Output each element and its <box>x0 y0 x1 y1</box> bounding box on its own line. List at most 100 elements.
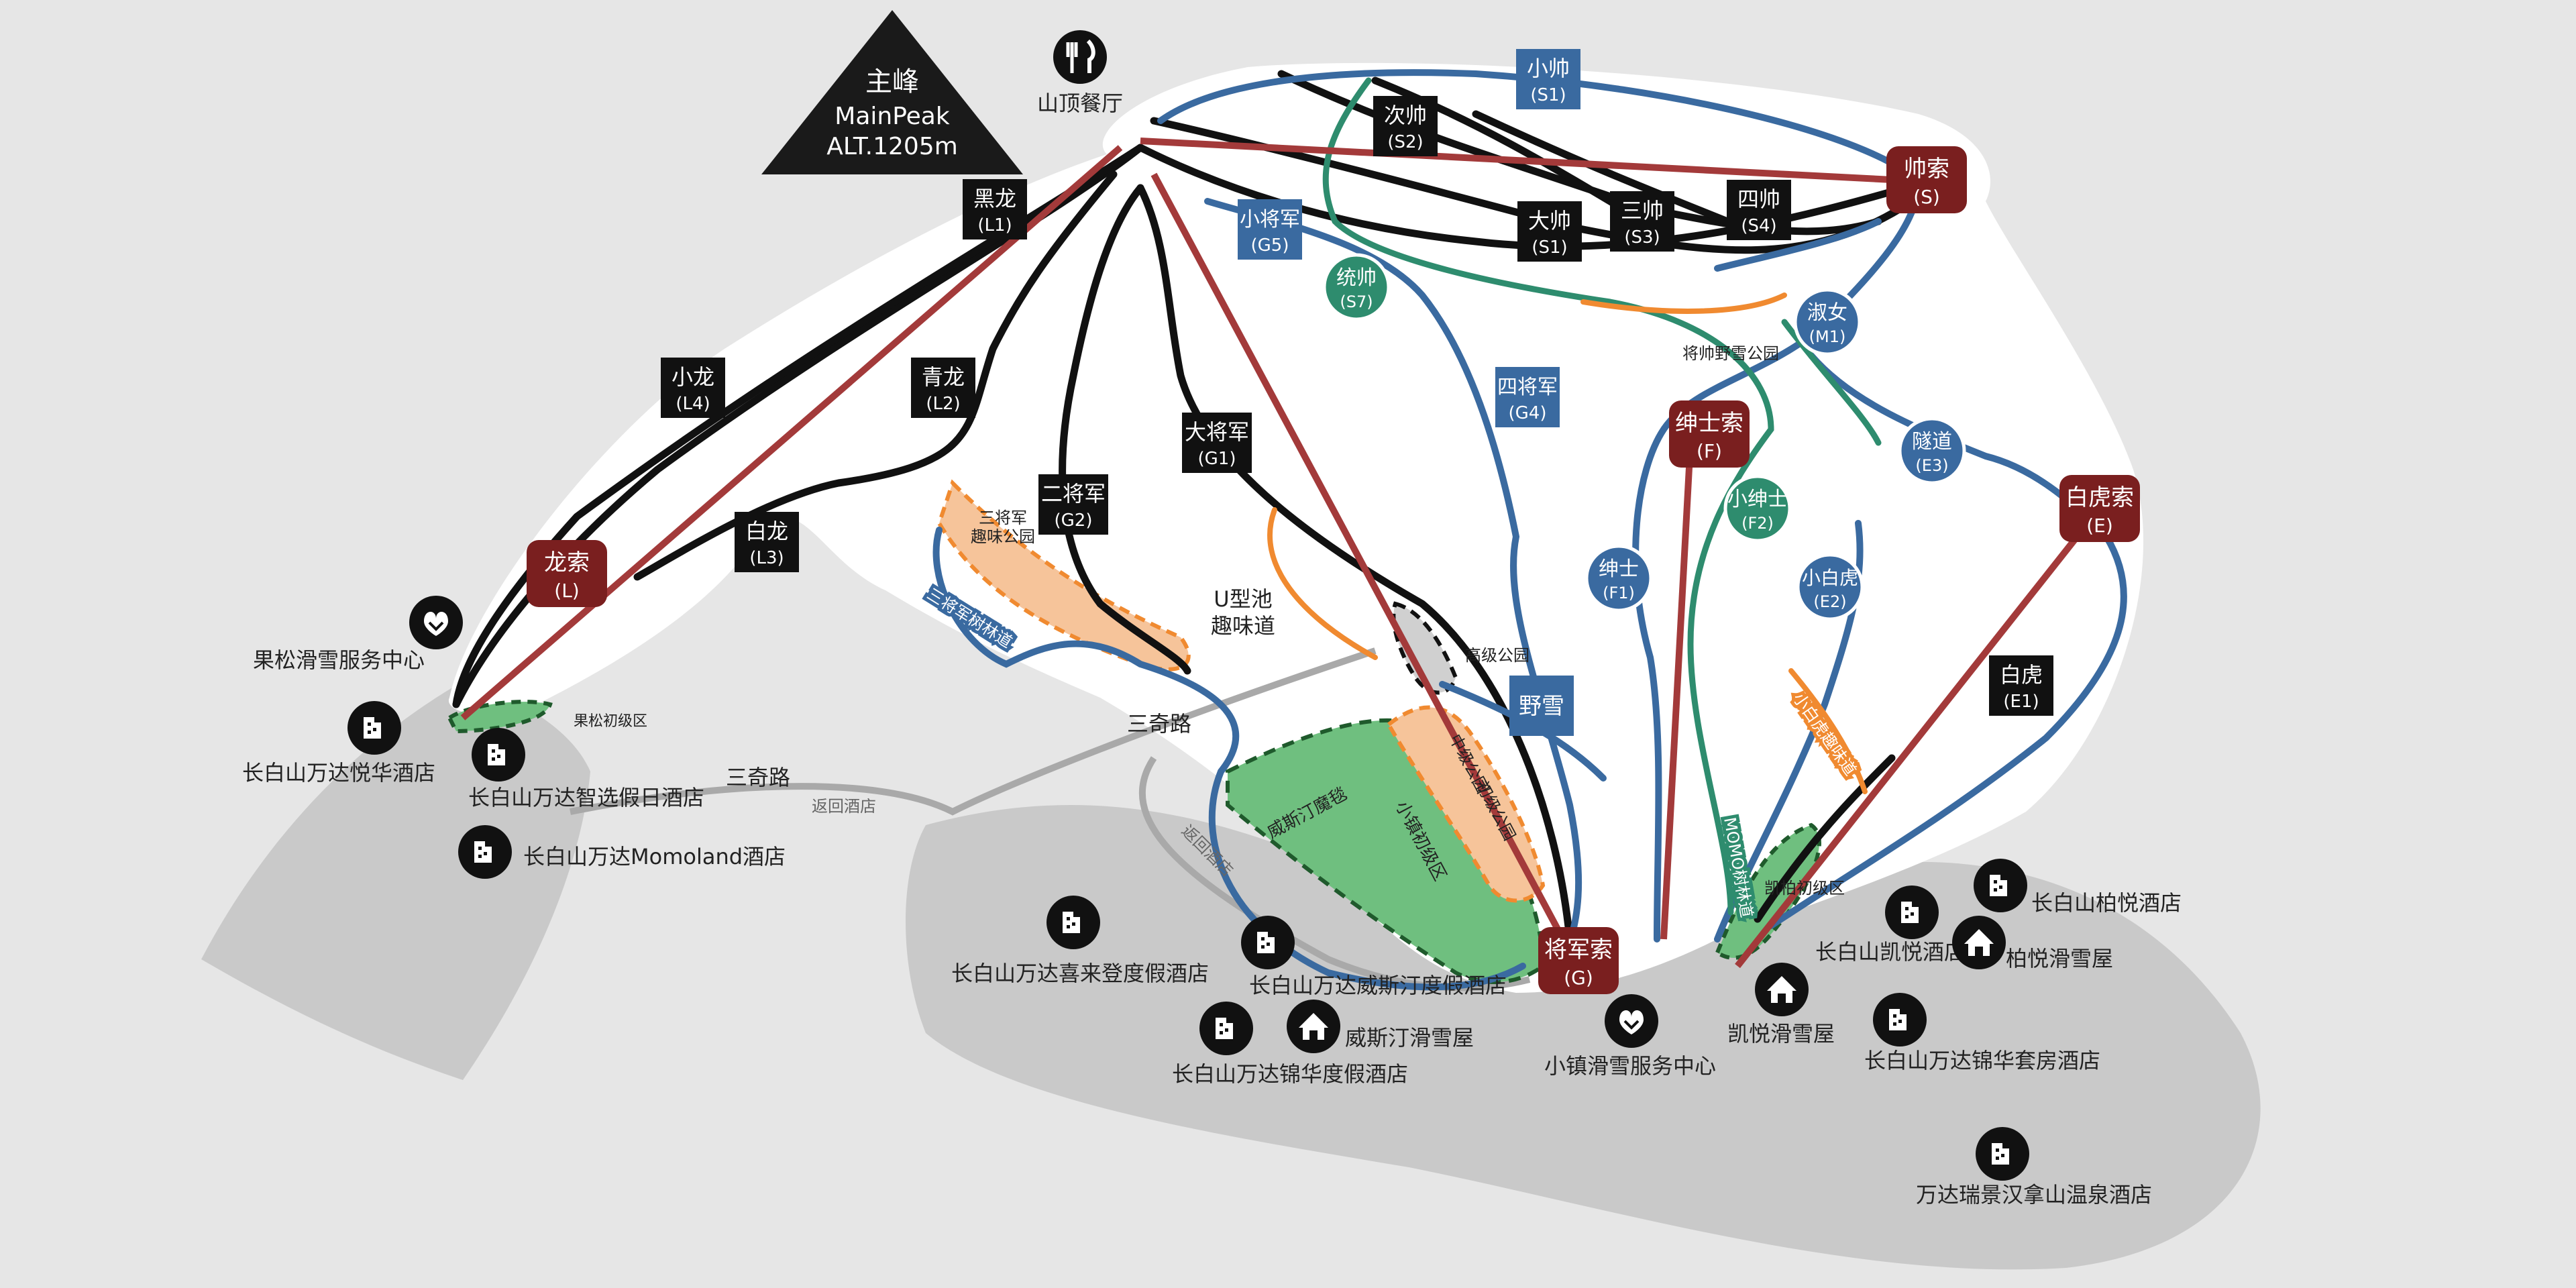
run-S7[interactable]: 统帅 (S7) <box>1322 253 1391 321</box>
pois: 果松滑雪服务中心 长白山万达悦华酒店 长白山万达智选假日酒店 长白山万达Momo… <box>242 594 2182 1208</box>
restaurant-label: 山顶餐厅 <box>1037 91 1123 116</box>
run-S3[interactable]: 三帅 (S3) <box>1610 191 1674 252</box>
svg-text:(G): (G) <box>1564 967 1593 989</box>
svg-text:小龙: 小龙 <box>672 364 714 390</box>
label-return-hotel-1: 返回酒店 <box>812 797 876 816</box>
label-sanqi-road-1: 三奇路 <box>726 765 790 790</box>
svg-text:(G1): (G1) <box>1198 449 1236 469</box>
svg-text:小将军: 小将军 <box>1240 208 1300 231</box>
run-E1[interactable]: 白虎 (E1) <box>1989 655 2053 716</box>
svg-text:长白山万达Momoland酒店: 长白山万达Momoland酒店 <box>523 844 786 869</box>
svg-text:隧道: 隧道 <box>1912 430 1952 453</box>
run-E2[interactable]: 小白虎 (E2) <box>1796 553 1864 621</box>
poi-momoland-hotel[interactable]: 长白山万达Momoland酒店 <box>458 825 786 879</box>
poi-jinhua-resort[interactable]: 长白山万达锦华度假酒店 <box>1172 1002 1408 1087</box>
svg-text:(S4): (S4) <box>1741 216 1776 236</box>
svg-text:淑女: 淑女 <box>1807 301 1847 325</box>
svg-text:黑龙: 黑龙 <box>973 186 1016 211</box>
run-L3[interactable]: 白龙 (L3) <box>735 512 799 572</box>
poi-hyatt-ski-lodge[interactable]: 凯悦滑雪屋 <box>1727 963 1835 1046</box>
run-backcountry[interactable]: 野雪 <box>1509 676 1574 736</box>
poi-westin-ski-lodge[interactable]: 威斯汀滑雪屋 <box>1287 1000 1474 1053</box>
svg-text:(E1): (E1) <box>2003 692 2039 712</box>
svg-text:长白山万达喜来登度假酒店: 长白山万达喜来登度假酒店 <box>951 961 1209 986</box>
run-S4[interactable]: 四帅 (S4) <box>1727 180 1791 240</box>
lift-F[interactable]: 绅士索 (F) <box>1669 400 1750 468</box>
svg-text:(L4): (L4) <box>676 394 710 414</box>
lift-L[interactable]: 龙索 (L) <box>527 540 607 607</box>
run-M1[interactable]: 淑女 (M1) <box>1793 288 1862 356</box>
lift-badges: 龙索 (L) 将军索 (G) 帅索 (S) 绅士索 (F) 白虎索 (E) <box>527 146 2140 994</box>
hotel-icon <box>458 825 512 879</box>
run-F2[interactable]: 小绅士 (F2) <box>1723 474 1792 543</box>
run-G2[interactable]: 二将军 (G2) <box>1038 474 1108 535</box>
summit-name: MainPeak <box>835 103 950 130</box>
svg-text:青龙: 青龙 <box>922 364 965 390</box>
poi-park-hyatt-ski-lodge[interactable]: 柏悦滑雪屋 <box>1952 916 2113 971</box>
hotel-icon <box>347 701 401 755</box>
run-E3[interactable]: 隧道 (E3) <box>1898 417 1966 485</box>
blue-circle-badges: 淑女 (M1) 隧道 (E3) 绅士 (F1) 小白虎 (E2) <box>1585 288 1966 621</box>
run-S1-black[interactable]: 大帅 (S1) <box>1517 201 1582 262</box>
run-F1[interactable]: 绅士 (F1) <box>1585 544 1653 612</box>
svg-text:长白山万达智选假日酒店: 长白山万达智选假日酒店 <box>468 785 704 810</box>
svg-text:长白山凯悦酒店: 长白山凯悦酒店 <box>1815 939 1966 965</box>
svg-text:(G2): (G2) <box>1055 511 1093 531</box>
label-kaibo-beginner: 凯柏初级区 <box>1764 879 1845 898</box>
svg-text:长白山万达锦华套房酒店: 长白山万达锦华套房酒店 <box>1864 1048 2100 1073</box>
svg-text:长白山万达锦华度假酒店: 长白山万达锦华度假酒店 <box>1172 1061 1408 1087</box>
label-jiangshuai-park: 将帅野雪公园 <box>1682 344 1779 363</box>
svg-text:龙索: 龙索 <box>544 549 590 576</box>
lift-lines <box>460 138 2096 969</box>
poi-guosong-service[interactable]: 果松滑雪服务中心 <box>253 594 464 673</box>
svg-text:次帅: 次帅 <box>1384 103 1427 128</box>
lift-E[interactable]: 白虎索 (E) <box>2059 475 2140 542</box>
svg-text:三帅: 三帅 <box>1621 198 1664 223</box>
svg-text:四帅: 四帅 <box>1737 186 1780 212</box>
poi-holiday-inn-express[interactable]: 长白山万达智选假日酒店 <box>468 728 704 810</box>
poi-hyatt-hotel[interactable]: 长白山凯悦酒店 <box>1815 885 1966 965</box>
svg-text:柏悦滑雪屋: 柏悦滑雪屋 <box>2006 946 2113 971</box>
svg-text:果松滑雪服务中心: 果松滑雪服务中心 <box>253 647 425 673</box>
svg-text:(F2): (F2) <box>1741 514 1774 533</box>
svg-text:四将军: 四将军 <box>1497 376 1558 399</box>
run-L2[interactable]: 青龙 (L2) <box>911 358 975 418</box>
svg-text:(L): (L) <box>554 580 579 602</box>
svg-text:帅索: 帅索 <box>1904 156 1949 182</box>
poi-jinhua-suites[interactable]: 长白山万达锦华套房酒店 <box>1864 993 2100 1073</box>
hotel-icon <box>1885 885 1939 939</box>
poi-park-hyatt-hotel[interactable]: 长白山柏悦酒店 <box>1974 859 2182 916</box>
poi-yuehua-hotel[interactable]: 长白山万达悦华酒店 <box>242 701 435 786</box>
svg-text:(L2): (L2) <box>926 394 960 414</box>
svg-text:大将军: 大将军 <box>1185 419 1249 445</box>
hotel-icon <box>1199 1002 1253 1055</box>
svg-text:威斯汀滑雪屋: 威斯汀滑雪屋 <box>1345 1025 1474 1051</box>
poi-sheraton-hotel[interactable]: 长白山万达喜来登度假酒店 <box>951 896 1209 986</box>
lift-S[interactable]: 帅索 (S) <box>1886 146 1967 213</box>
run-S2[interactable]: 次帅 (S2) <box>1373 96 1438 156</box>
poi-westin-hotel[interactable]: 长白山万达威斯汀度假酒店 <box>1241 916 1507 998</box>
ski-lodge-icon <box>1287 1000 1340 1053</box>
run-G1[interactable]: 大将军 (G1) <box>1182 413 1252 473</box>
summit-restaurant[interactable]: 山顶餐厅 <box>1037 30 1123 116</box>
label-u-pool-2: 趣味道 <box>1211 613 1275 639</box>
run-S1-blue[interactable]: 小帅 (S1) <box>1516 49 1580 109</box>
label-sanjiangjun-park-2: 趣味公园 <box>971 527 1035 546</box>
run-L4[interactable]: 小龙 (L4) <box>661 358 725 418</box>
poi-town-service[interactable]: 小镇滑雪服务中心 <box>1544 993 1716 1079</box>
svg-text:(S3): (S3) <box>1624 227 1660 248</box>
service-center-icon <box>1603 993 1660 1049</box>
run-L1[interactable]: 黑龙 (L1) <box>963 179 1027 239</box>
lift-G[interactable]: 将军索 (G) <box>1538 927 1619 994</box>
ski-lodge-icon <box>1952 916 2006 969</box>
hotel-icon <box>1873 993 1927 1046</box>
label-sanjiangjun-park-1: 三将军 <box>979 508 1027 527</box>
svg-text:野雪: 野雪 <box>1519 693 1564 720</box>
svg-text:长白山万达悦华酒店: 长白山万达悦华酒店 <box>242 760 435 786</box>
run-G5[interactable]: 小将军 (G5) <box>1238 199 1302 260</box>
run-G4[interactable]: 四将军 (G4) <box>1495 367 1560 427</box>
label-guosong-beginner: 果松初级区 <box>574 713 647 730</box>
poi-hallasan-hot-spring[interactable]: 万达瑞景汉拿山温泉酒店 <box>1916 1127 2152 1208</box>
svg-text:小绅士: 小绅士 <box>1727 488 1788 511</box>
